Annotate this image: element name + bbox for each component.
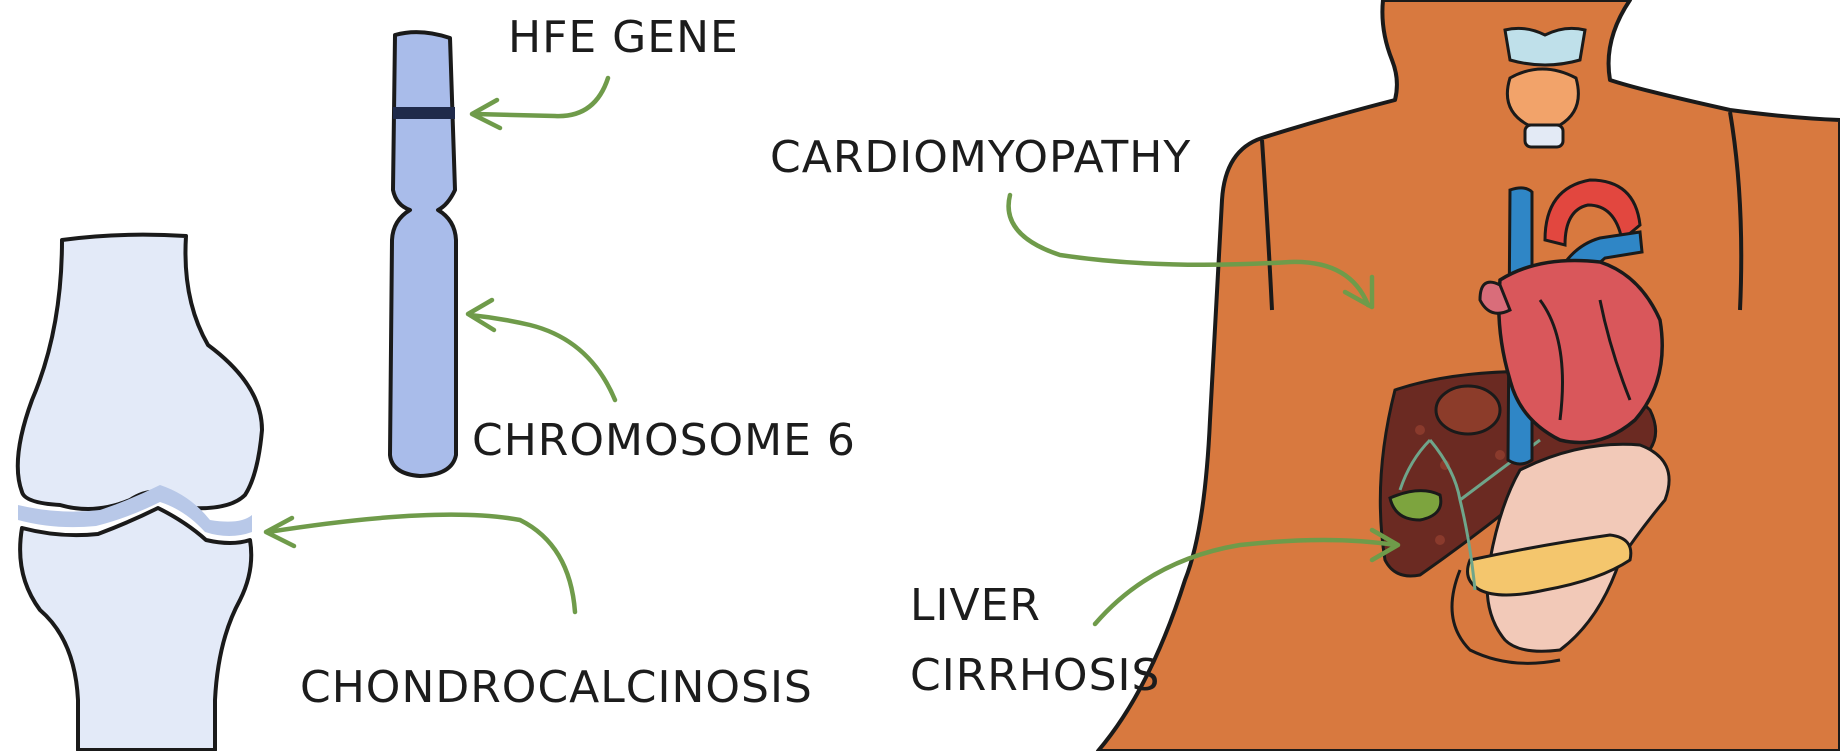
liver-label-line2: CIRRHOSIS <box>910 650 1160 701</box>
hfe-gene-label: HFE GENE <box>508 12 739 63</box>
torso-illustration <box>1098 0 1840 751</box>
femur-bone <box>18 235 262 509</box>
chondrocalcinosis-arrow <box>268 515 575 612</box>
thyroid-gland <box>1505 28 1585 65</box>
cardiomyopathy-label: CARDIOMYOPATHY <box>770 132 1191 183</box>
chromosome-body <box>390 32 456 476</box>
knee-joint-illustration <box>18 235 262 750</box>
hfe-gene-arrow <box>475 78 608 116</box>
hfe-gene-band <box>393 107 455 119</box>
chromosome-label: CHROMOSOME 6 <box>472 415 856 466</box>
chondrocalcinosis-label: CHONDROCALCINOSIS <box>300 662 813 713</box>
spleen-organ <box>1436 386 1500 434</box>
chromosome-6-illustration <box>390 32 456 476</box>
liver-label-line1: LIVER <box>910 580 1041 631</box>
